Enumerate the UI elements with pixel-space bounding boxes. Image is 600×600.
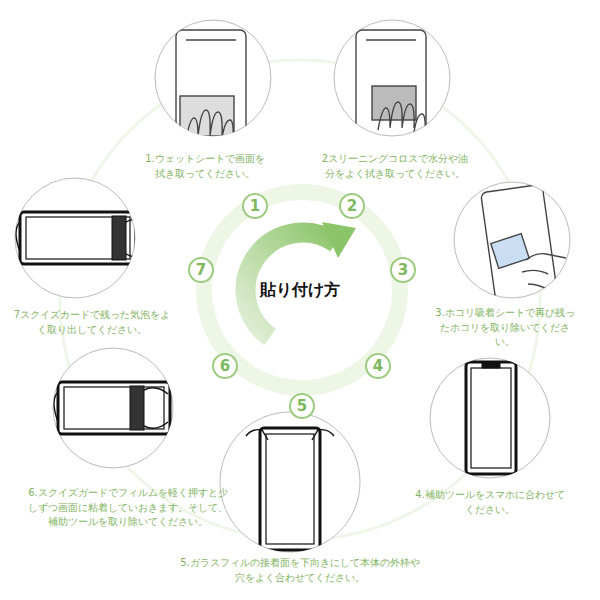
step-number: 6 [212,353,238,379]
step-caption: 2スリーニングコロスで水分や油分をよく拭き取ってください。 [320,152,470,181]
step-number-text: 6 [220,357,230,375]
step-caption: 6.スクイズガードでフィルムを軽く押すと少しずつ画面に粘着していおきます。そして… [26,486,231,530]
step-ring [204,192,400,388]
step5-picture [220,412,360,552]
step4-picture [430,358,550,478]
step1-picture [155,20,271,150]
diagram-title: 貼り付け方 [260,280,340,301]
step-number: 7 [188,257,214,283]
step7-picture [15,178,144,298]
step-number-text: 7 [196,261,206,279]
step-number-text: 4 [373,357,383,375]
step-number-text: 5 [297,397,307,415]
step-number-text: 3 [398,261,408,279]
step-caption: 4.補助ツールをスマホに合わせてください。 [415,488,565,517]
step-number: 5 [289,393,315,419]
step-number: 4 [365,353,391,379]
step2-picture [334,20,450,150]
step6-picture [53,348,173,468]
step-caption: 3.ホコリ吸着シートで再び残ったホコリを取り除いてください。 [435,306,575,350]
step3-picture [454,182,570,302]
step-caption: 1.ウェットシートで画面を拭き取ってください。 [141,152,269,181]
step-number-text: 2 [347,197,357,215]
step-number: 1 [242,193,268,219]
cycle-arrow-head [322,222,356,258]
step-caption: 7スクイズカードで残った気泡をよく取り出してください。 [12,308,172,337]
step-number: 3 [390,257,416,283]
step-caption: 5.ガラスフィルの接着面を下向きにして本体の外枠や穴をよく合わせてください。 [180,556,420,585]
step-number-text: 1 [250,197,260,215]
step-number: 2 [339,193,365,219]
